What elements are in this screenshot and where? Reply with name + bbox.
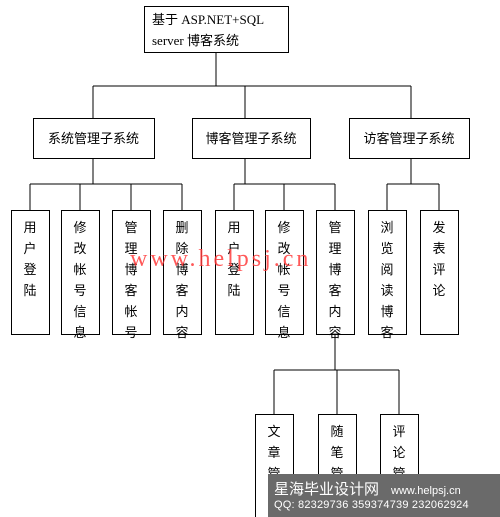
leaf-node-blog-2: [316, 210, 355, 335]
leaf-label-blog-1: 修改帐号信息: [277, 220, 290, 340]
leaf-label-visitor-0: 浏览阅读博客: [380, 220, 393, 340]
banner-site: www.helpsj.cn: [391, 485, 461, 497]
connector-lines: [29, 53, 440, 414]
leaf-label-blog-2: 管理博客内容: [328, 220, 341, 340]
root-label-line1: 基于 ASP.NET+SQL: [152, 12, 264, 27]
leaf-node-visitor-1: [420, 210, 459, 335]
site-banner: 星海毕业设计网 www.helpsj.cn QQ: 82329736 359374…: [268, 474, 500, 517]
banner-qq: QQ: 82329736 359374739 232062924: [274, 499, 469, 511]
subsystem-label-visitor: 访客管理子系统: [363, 131, 454, 146]
leaf-label-admin-1: 修改帐号信息: [73, 220, 86, 340]
leaf-label-admin-3: 删除博客内容: [175, 220, 188, 340]
subsystem-label-admin: 系统管理子系统: [48, 131, 139, 146]
banner-line-1: 星海毕业设计网 www.helpsj.cn: [274, 478, 461, 499]
leaf-label-admin-0: 用户登陆: [23, 220, 36, 298]
subsystem-node-visitor: [349, 118, 470, 159]
leaf-label-blog-0: 用户登陆: [227, 220, 240, 298]
leaf-node-blog-0: [215, 210, 254, 335]
level3-node-2: [380, 414, 419, 517]
leaf-node-blog-1: [265, 210, 304, 335]
leaf-node-visitor-0: [368, 210, 407, 335]
leaf-label-admin-2: 管理博客帐号: [124, 220, 137, 340]
subsystem-node-admin: [33, 118, 155, 159]
leaf-node-admin-2: [112, 210, 151, 335]
level3-node-1: [318, 414, 357, 517]
leaf-node-admin-0: [11, 210, 50, 335]
watermark-text: www.helpsj.cn: [130, 246, 311, 272]
node-boxes: [11, 6, 470, 517]
root-label-line2: server 博客系统: [152, 33, 239, 48]
leaf-label-visitor-1: 发表评论: [432, 220, 445, 298]
level3-node-0: [255, 414, 294, 517]
root-node: [144, 6, 289, 53]
banner-name: 星海毕业设计网: [274, 481, 380, 498]
leaf-node-admin-1: [61, 210, 100, 335]
leaf-node-admin-3: [163, 210, 202, 335]
subsystem-node-blog: [192, 118, 311, 159]
subsystem-label-blog: 博客管理子系统: [205, 131, 296, 146]
